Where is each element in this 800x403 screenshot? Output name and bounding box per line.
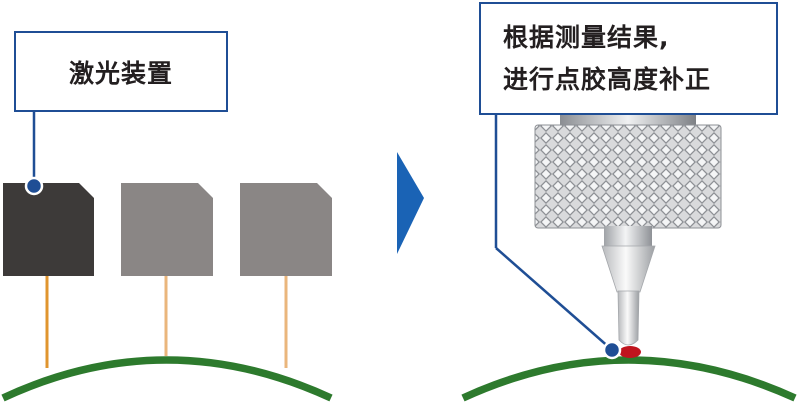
nozzle-cone [601, 245, 656, 293]
right-callout-leader-diagonal [495, 247, 612, 350]
dispenser-top-collar [560, 112, 696, 128]
workpiece-surface-right [461, 356, 797, 402]
height-correction-callout: 根据测量结果, 进行点胶高度补正 [479, 2, 778, 115]
laser-device-callout: 激光装置 [14, 31, 228, 112]
laser-device-3 [240, 183, 332, 276]
left-callout-leader-dot [24, 176, 44, 196]
glue-dot [619, 346, 641, 358]
laser-device-2 [121, 183, 213, 276]
workpiece-surface-left [1, 356, 333, 402]
right-callout-leader-dot [602, 340, 622, 360]
height-correction-line-2: 进行点胶高度补正 [503, 64, 712, 94]
knurled-nut [534, 124, 722, 229]
laser-device-active [3, 183, 94, 276]
chevron-right-icon [397, 152, 424, 254]
laser-device-label: 激光装置 [68, 58, 173, 88]
height-correction-line-1: 根据测量结果, [503, 22, 670, 52]
dispenser-barrel [604, 226, 652, 248]
nozzle-tip [617, 290, 640, 346]
